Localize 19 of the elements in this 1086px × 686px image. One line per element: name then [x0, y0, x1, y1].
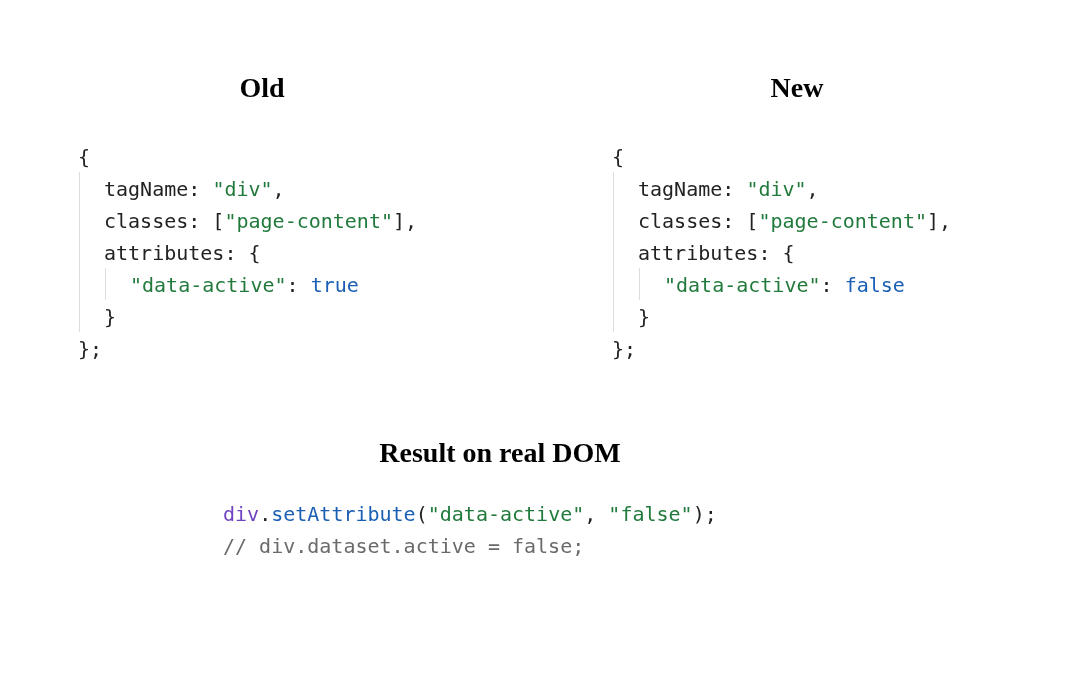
code-line: attributes: { — [104, 240, 261, 266]
code-line: "data-active": true — [130, 272, 359, 298]
code-line: }; — [612, 336, 637, 362]
code-line: "data-active": false — [664, 272, 905, 298]
code-line: attributes: { — [638, 240, 795, 266]
code-line: } — [104, 304, 117, 330]
heading: Old — [239, 72, 285, 104]
code-line: tagName: "div", — [104, 176, 285, 202]
code-line: { — [78, 144, 91, 170]
code-line: // div.dataset.active = false; — [223, 533, 585, 559]
code-line: { — [612, 144, 625, 170]
code-line: }; — [78, 336, 103, 362]
code-line: classes: ["page-content"], — [638, 208, 952, 234]
heading: Result on real DOM — [379, 437, 621, 469]
code-line: div.setAttribute("data-active", "false"); — [223, 501, 717, 527]
code-line: } — [638, 304, 651, 330]
code-line: tagName: "div", — [638, 176, 819, 202]
code-line: classes: ["page-content"], — [104, 208, 418, 234]
heading: New — [770, 72, 824, 104]
